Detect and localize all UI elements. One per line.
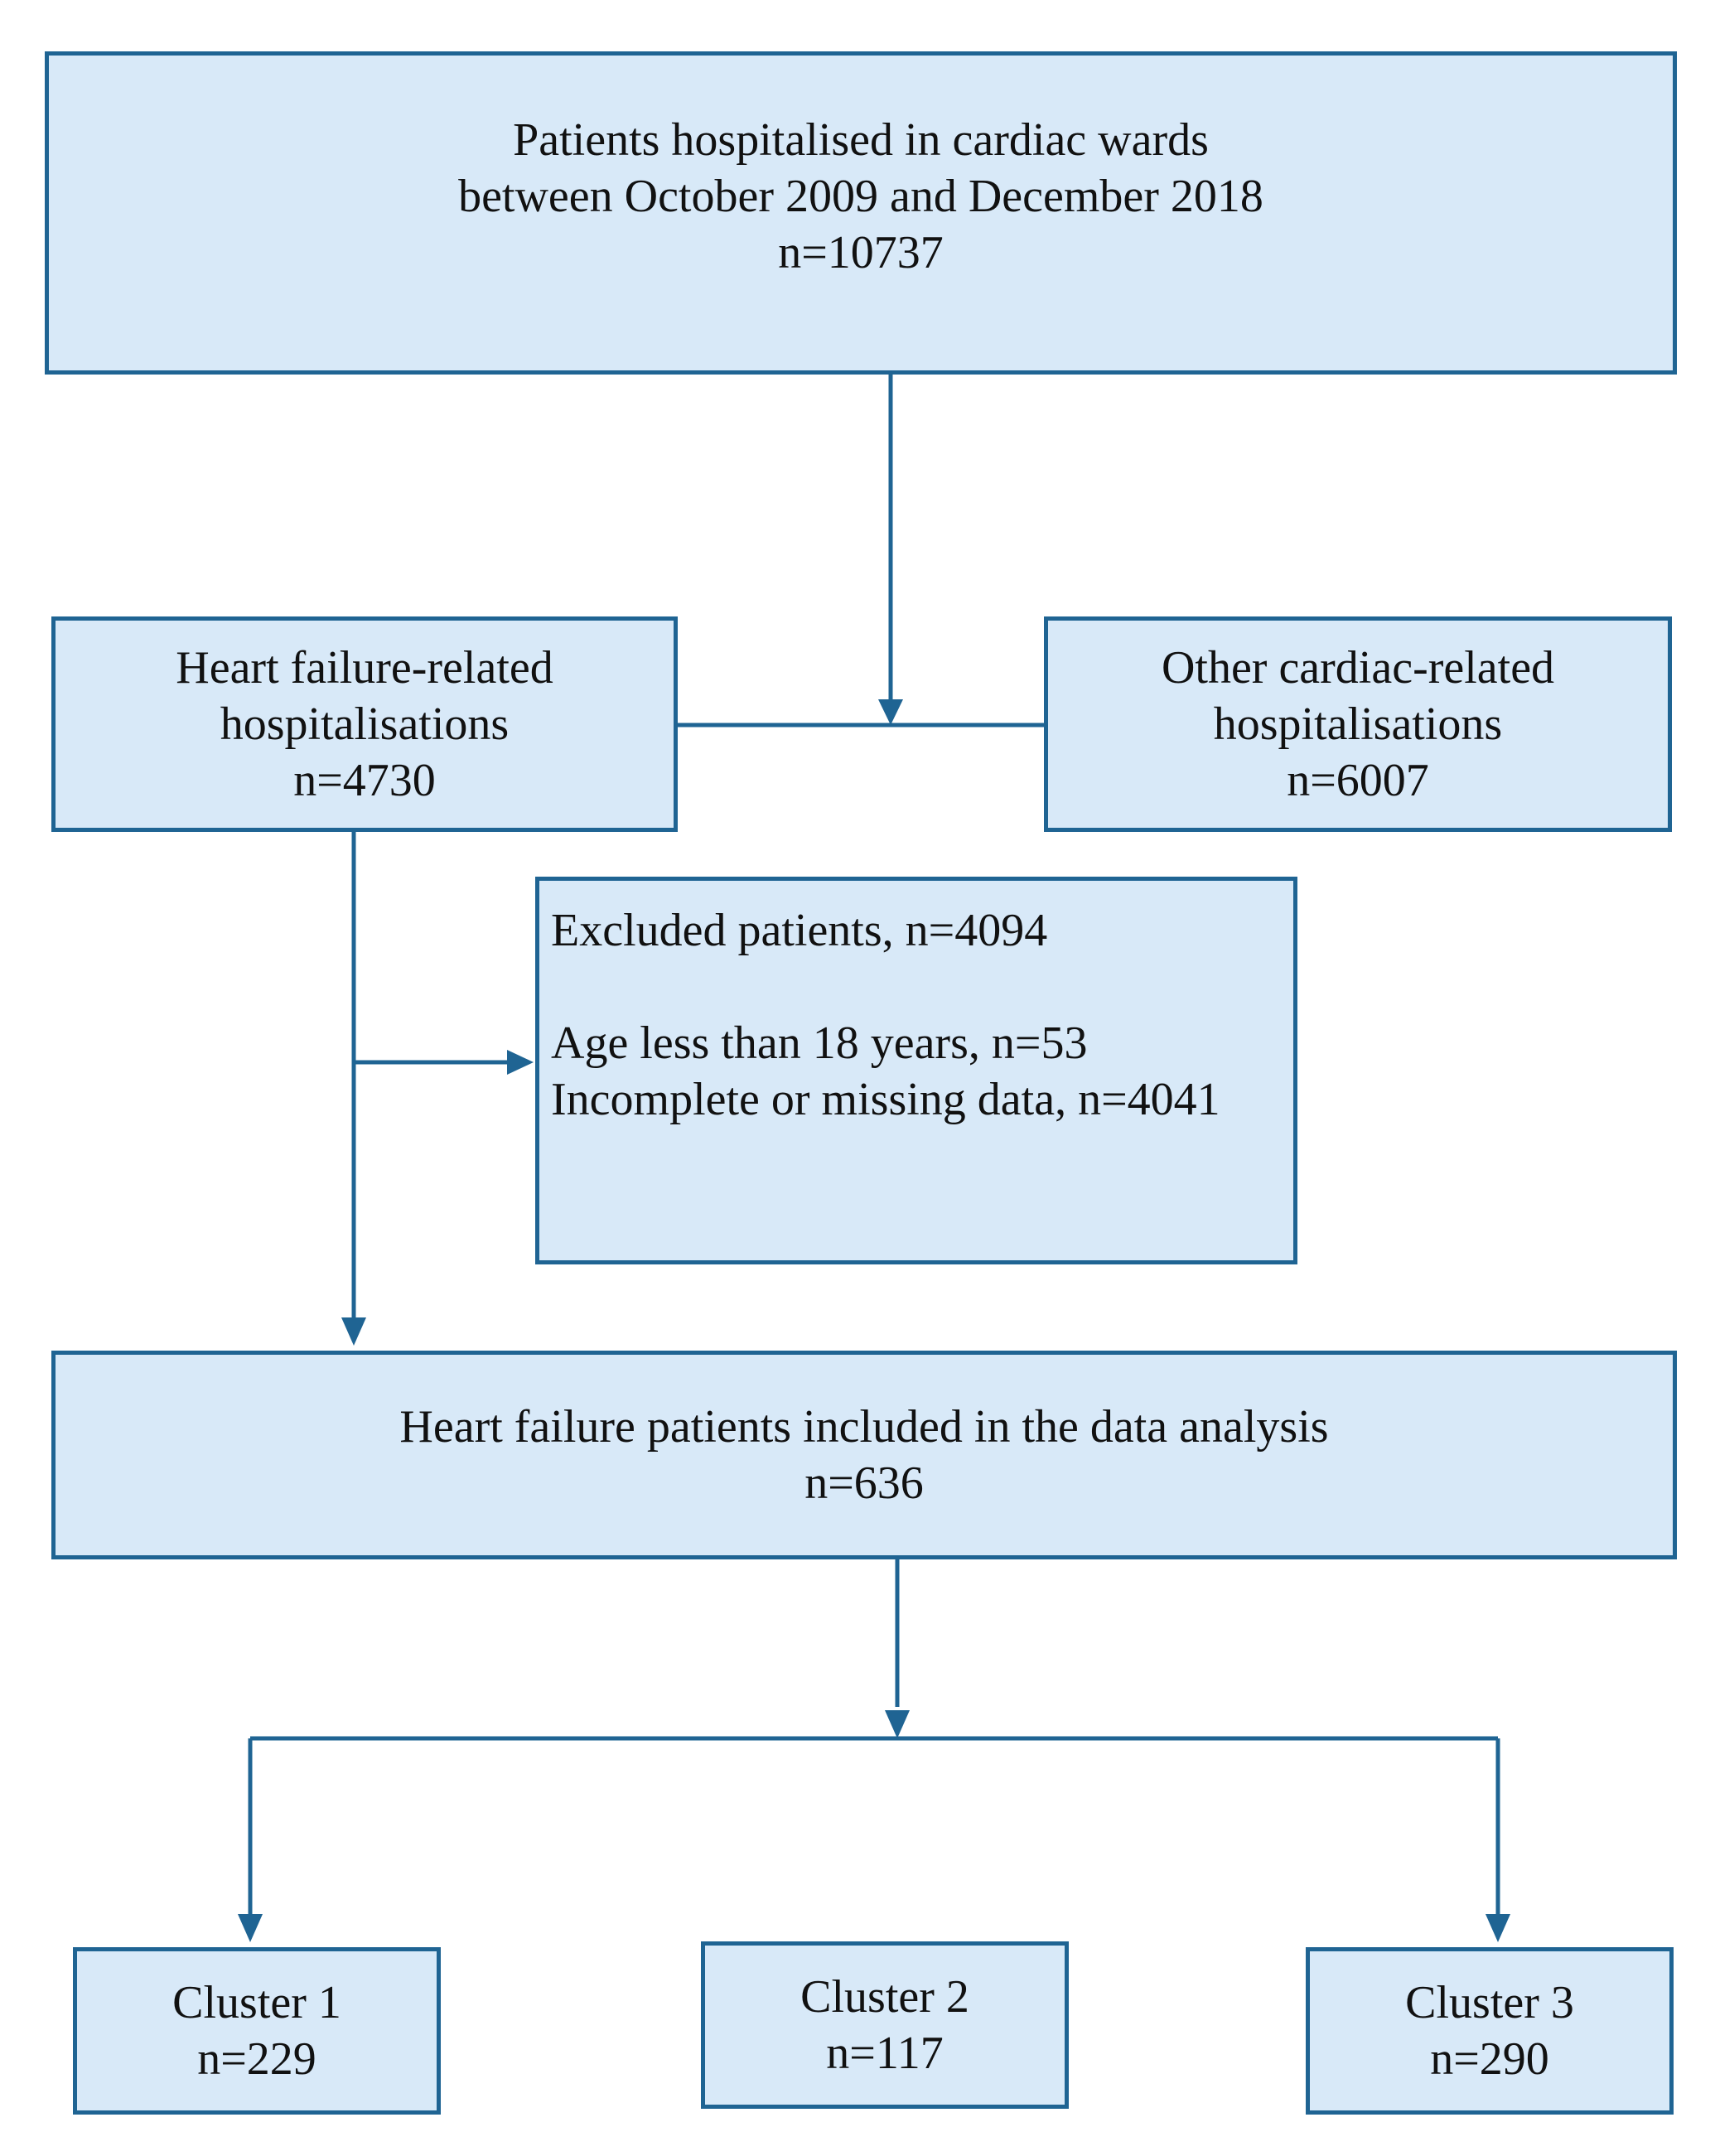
arrowhead-to-cluster-3 [1486,1914,1510,1942]
box-other-cardiac-line2: hospitalisations [1213,699,1503,750]
box-heart-failure-line1: Heart failure-related [176,642,553,694]
cluster-1-count: n=229 [197,2033,316,2085]
arrowhead-to-split [878,699,903,725]
arrowhead-to-included [341,1317,366,1346]
excluded-reason-age: Age less than 18 years, n=53 [551,1018,1088,1069]
box-cluster-2: Cluster 2 n=117 [701,1941,1069,2109]
cluster-1-label: Cluster 1 [172,1977,341,2028]
cluster-2-label: Cluster 2 [800,1971,969,2023]
box-excluded-patients: Excluded patients, n=4094 Age less than … [535,877,1297,1264]
box-hospitalised-line1: Patients hospitalised in cardiac wards [513,114,1209,166]
box-included-line1: Heart failure patients included in the d… [399,1401,1329,1453]
box-cluster-1: Cluster 1 n=229 [73,1947,441,2115]
cluster-3-label: Cluster 3 [1405,1977,1574,2028]
arrowhead-to-cluster-split [885,1710,910,1738]
box-included-count: n=636 [804,1457,924,1509]
box-other-cardiac-line1: Other cardiac-related [1161,642,1555,694]
box-hospitalised-patients: Patients hospitalised in cardiac wards b… [45,51,1677,375]
cluster-3-count: n=290 [1430,2033,1549,2085]
arrowhead-to-cluster-1 [238,1914,263,1942]
box-heart-failure-hospitalisations: Heart failure-related hospitalisations n… [51,616,678,832]
box-heart-failure-line2: hospitalisations [220,699,510,750]
cluster-2-count: n=117 [826,2028,944,2079]
excluded-heading: Excluded patients, n=4094 [551,905,1048,956]
box-heart-failure-count: n=4730 [293,755,436,806]
box-other-cardiac-hospitalisations: Other cardiac-related hospitalisations n… [1044,616,1672,832]
box-included-patients: Heart failure patients included in the d… [51,1351,1677,1559]
excluded-reason-missing-data: Incomplete or missing data, n=4041 [551,1074,1220,1125]
excluded-spacer [551,959,1293,1015]
box-hospitalised-count: n=10737 [778,227,944,278]
arrowhead-to-excluded [507,1050,534,1075]
box-other-cardiac-count: n=6007 [1287,755,1429,806]
box-hospitalised-line2: between October 2009 and December 2018 [458,171,1263,222]
box-cluster-3: Cluster 3 n=290 [1306,1947,1674,2115]
